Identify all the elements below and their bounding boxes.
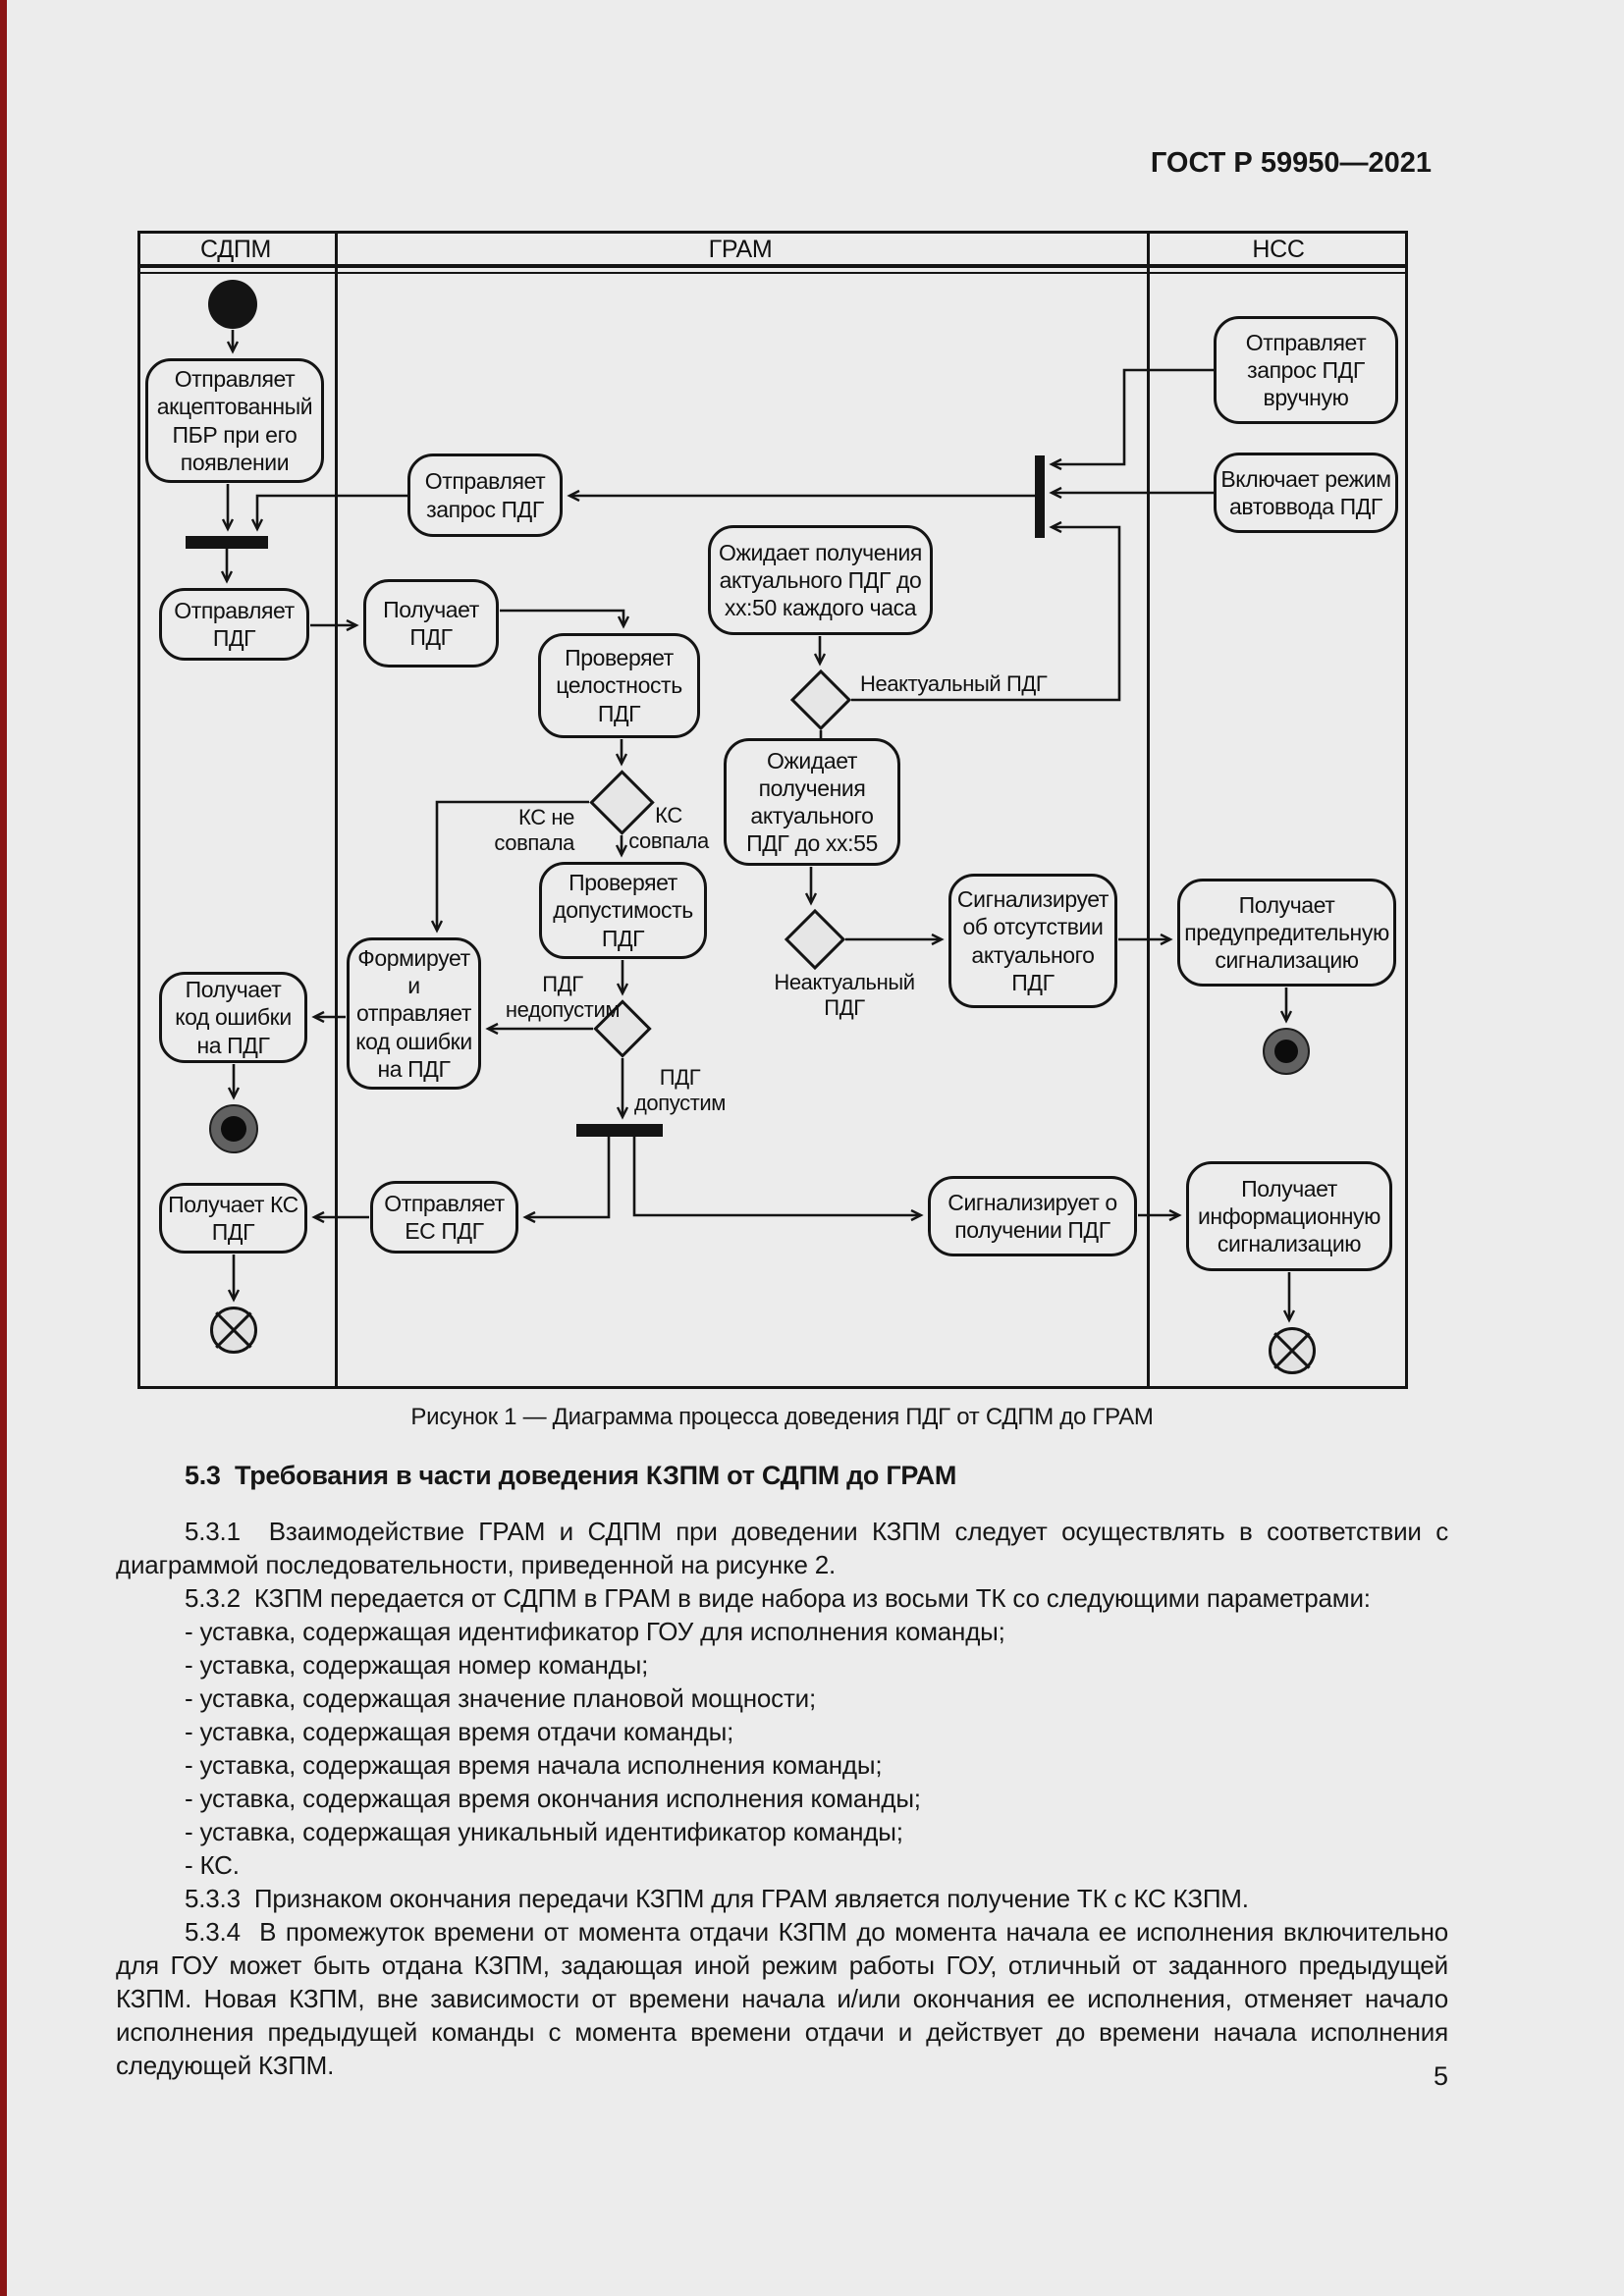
paragraph: 5.3.4 В промежуток времени от момента от… bbox=[116, 1917, 1456, 2080]
action-signals-no-actual-pdg: Сигнализирует об отсутствии актуального … bbox=[948, 874, 1117, 1008]
page-number: 5 bbox=[1433, 2061, 1448, 2091]
action-sends-accepted-pbr: Отправляет акцептованный ПБР при его поя… bbox=[145, 358, 324, 483]
join-bar-gram bbox=[1035, 455, 1045, 538]
initial-node bbox=[208, 280, 257, 329]
flow-final-sdpm bbox=[210, 1307, 257, 1354]
action-enables-pdg-autoinput: Включает режим автоввода ПДГ bbox=[1214, 453, 1398, 533]
action-sends-pdg-request-manually: Отправляет запрос ПДГ вручную bbox=[1214, 316, 1398, 424]
action-signals-pdg-received: Сигнализирует о получении ПДГ bbox=[928, 1176, 1137, 1256]
paragraph: 5.3.2 КЗПМ передается от СДПМ в ГРАМ в в… bbox=[185, 1583, 1371, 1613]
action-checks-pdg-validity: Проверяет допустимость ПДГ bbox=[539, 862, 707, 959]
decision-pdg-actual-2 bbox=[784, 908, 846, 971]
decision-pdg-actual-1 bbox=[789, 668, 852, 731]
edge-label-pdg-valid: ПДГ допустим bbox=[633, 1065, 727, 1115]
lane-label-nss: НСС bbox=[1252, 236, 1305, 263]
section-heading: 5.3 Требования в части доведения КЗПМ от… bbox=[185, 1461, 957, 1490]
action-forms-sends-error-code: Формирует и отправляет код ошибки на ПДГ bbox=[347, 937, 481, 1090]
action-waits-actual-pdg-xx55: Ожидает получения актуального ПДГ до xx:… bbox=[724, 738, 900, 866]
paragraph: 5.3.1 Взаимодействие ГРАМ и СДПМ при дов… bbox=[116, 1517, 1456, 1579]
final-node-nss bbox=[1263, 1028, 1310, 1075]
final-node-sdpm bbox=[209, 1104, 258, 1153]
lane-label-sdpm: СДПМ bbox=[199, 236, 272, 263]
paragraph: - уставка, содержащая время отдачи коман… bbox=[185, 1717, 734, 1746]
fork-bar-gram bbox=[576, 1124, 663, 1137]
lane-header-separator-thin bbox=[137, 272, 1408, 274]
swimlane-frame bbox=[137, 231, 1408, 1389]
lane-divider-sdpm-gram bbox=[335, 231, 338, 1389]
edge-label-inactual-pdg-2: Неактуальный ПДГ bbox=[774, 970, 915, 1020]
text-content: Рисунок 1 — Диаграмма процесса доведения… bbox=[116, 1404, 1448, 2082]
action-receives-error-code: Получает код ошибки на ПДГ bbox=[159, 972, 307, 1063]
lane-header-separator bbox=[137, 264, 1408, 268]
action-receives-pdg: Получает ПДГ bbox=[363, 579, 499, 667]
page-edge-strip bbox=[0, 0, 7, 2296]
lane-label-gram: ГРАМ bbox=[708, 236, 773, 263]
figure-caption: Рисунок 1 — Диаграмма процесса доведения… bbox=[410, 1404, 1154, 1430]
document-header-title: ГОСТ Р 59950—2021 bbox=[1150, 147, 1432, 179]
action-receives-info-alarm: Получает информационную сигнализацию bbox=[1186, 1161, 1392, 1271]
action-receives-pdg-checksum: Получает КС ПДГ bbox=[159, 1183, 307, 1254]
paragraph: 5.3.3 Признаком окончания передачи КЗПМ … bbox=[185, 1884, 1249, 1913]
action-sends-pdg-es: Отправляет ЕС ПДГ bbox=[370, 1181, 518, 1254]
paragraph: - уставка, содержащая идентификатор ГОУ … bbox=[185, 1617, 1005, 1646]
edge-label-pdg-invalid: ПДГ недопустим bbox=[505, 972, 621, 1022]
action-sends-pdg-request: Отправляет запрос ПДГ bbox=[407, 454, 563, 537]
paragraph: - КС. bbox=[185, 1850, 240, 1880]
action-receives-warning-alarm: Получает предупредительную сигнализацию bbox=[1177, 879, 1396, 987]
action-sends-pdg: Отправляет ПДГ bbox=[159, 588, 309, 661]
action-checks-pdg-integrity: Проверяет целостность ПДГ bbox=[538, 633, 700, 738]
edge-label-ks-match: КС совпала bbox=[628, 803, 709, 853]
flow-final-nss bbox=[1269, 1327, 1316, 1374]
action-waits-actual-pdg-xx50: Ожидает получения актуального ПДГ до xx:… bbox=[708, 525, 933, 635]
paragraph: - уставка, содержащая время окончания ис… bbox=[185, 1784, 921, 1813]
lane-divider-gram-nss bbox=[1147, 231, 1150, 1389]
paragraph: - уставка, содержащая уникальный идентиф… bbox=[185, 1817, 903, 1846]
paragraph: - уставка, содержащая значение плановой … bbox=[185, 1683, 817, 1713]
fork-bar-sdpm bbox=[186, 536, 268, 549]
edge-label-inactual-pdg-1: Неактуальный ПДГ bbox=[860, 671, 1048, 696]
paragraph-block: 5.3.1 Взаимодействие ГРАМ и СДПМ при дов… bbox=[116, 1515, 1448, 2082]
edge-label-ks-mismatch: КС не совпала bbox=[494, 805, 574, 855]
paragraph: - уставка, содержащая время начала испол… bbox=[185, 1750, 883, 1780]
paragraph: - уставка, содержащая номер команды; bbox=[185, 1650, 649, 1680]
